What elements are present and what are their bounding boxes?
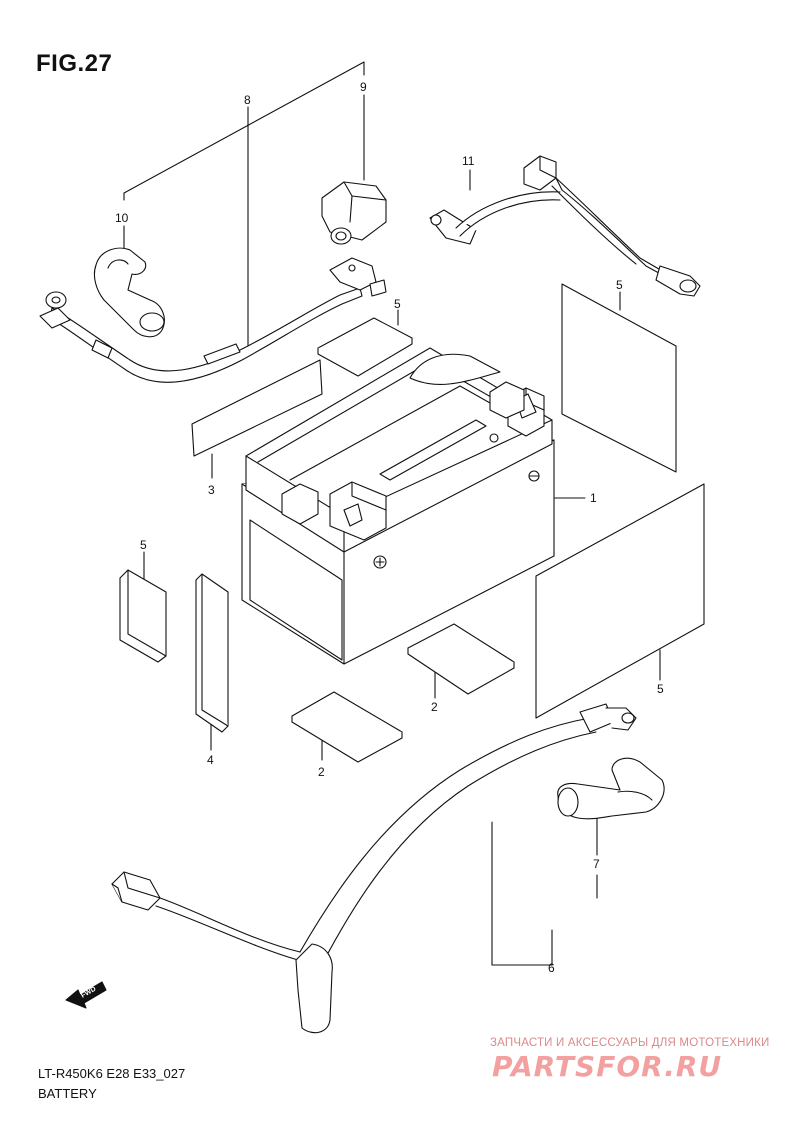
callout-5-right-lower: 5 <box>657 682 664 696</box>
plate-5-right-upper <box>561 283 677 473</box>
callout-4: 4 <box>207 753 214 767</box>
callout-1: 1 <box>590 491 597 505</box>
callout-2-lower: 2 <box>318 765 325 779</box>
callout-2-upper: 2 <box>431 700 438 714</box>
callout-5-top: 5 <box>394 297 401 311</box>
cable-6 <box>111 703 637 1034</box>
callout-3: 3 <box>208 483 215 497</box>
pad-5-top <box>317 317 413 377</box>
callout-8: 8 <box>244 93 251 107</box>
callout-10: 10 <box>115 211 129 225</box>
plate-5-right-lower <box>535 483 705 719</box>
figure-name: BATTERY <box>38 1086 97 1101</box>
battery-1 <box>241 347 555 665</box>
callout-5-left: 5 <box>140 538 147 552</box>
callout-11: 11 <box>462 154 475 168</box>
callout-6: 6 <box>548 961 555 975</box>
callout-9: 9 <box>360 80 367 94</box>
pad-5-left <box>119 569 167 663</box>
pad-2-lower <box>291 691 403 763</box>
cable-11 <box>429 155 701 297</box>
pad-2-upper <box>407 623 515 695</box>
figure-code: LT-R450K6 E28 E33_027 <box>38 1066 186 1081</box>
watermark-tagline: ЗАПЧАСТИ И АКСЕССУАРЫ ДЛЯ МОТОТЕХНИКИ <box>490 1037 770 1049</box>
callout-7: 7 <box>593 857 600 871</box>
leader-lines <box>123 61 661 966</box>
pad-3 <box>191 359 323 457</box>
callout-5-right-upper: 5 <box>616 278 623 292</box>
terminal-cover-7 <box>557 757 665 820</box>
watermark-brand[interactable]: PARTSFOR.RU <box>492 1050 723 1083</box>
fwd-arrow-icon <box>65 981 107 1009</box>
strip-4 <box>195 573 229 733</box>
callout-numbers: 1 2 2 3 4 5 5 5 5 6 7 8 9 10 11 <box>115 80 664 975</box>
cable-8 <box>39 257 387 383</box>
terminal-cover-10 <box>93 247 165 338</box>
figure-title: FIG.27 <box>36 50 113 77</box>
terminal-cap-9 <box>321 181 387 245</box>
